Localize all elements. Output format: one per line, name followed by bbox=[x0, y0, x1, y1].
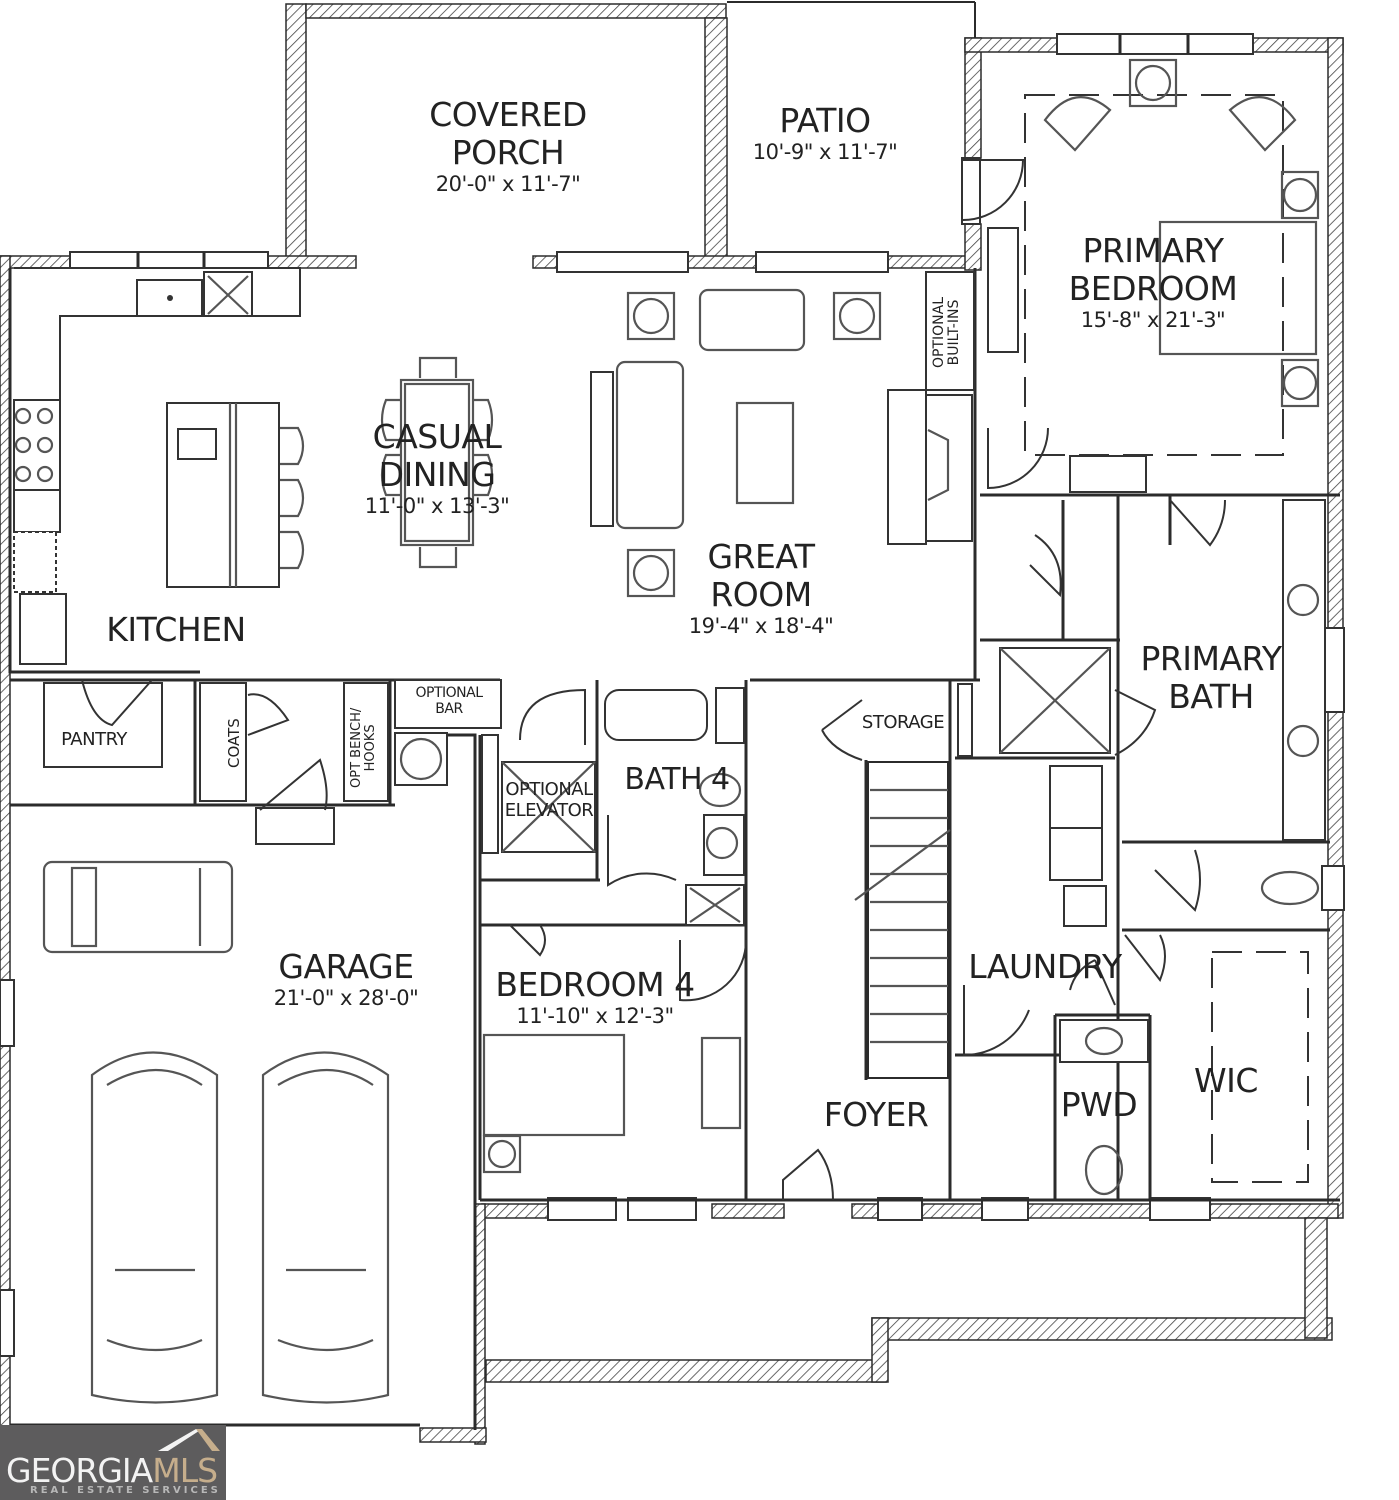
room-name: PRIMARY bbox=[1140, 639, 1282, 678]
label-line: ELEVATOR bbox=[504, 799, 594, 821]
room-name: PANTRY bbox=[61, 729, 127, 750]
brand-tagline: REAL ESTATE SERVICES bbox=[30, 1485, 221, 1496]
stairs bbox=[854, 683, 973, 1079]
room-label-kitchen: KITCHEN bbox=[106, 611, 246, 649]
label-line: HOOKS bbox=[363, 724, 379, 772]
roof-logo-icon bbox=[158, 1429, 220, 1451]
room-label-great-room: GREAT ROOM 19'-4" x 18'-4" bbox=[688, 537, 834, 638]
room-dimensions: 11'-10" x 12'-3" bbox=[516, 1003, 674, 1028]
room-label-bedroom4: BEDROOM 4 11'-10" x 12'-3" bbox=[495, 965, 695, 1028]
primary-bedroom-furniture bbox=[987, 58, 1320, 493]
room-name: LAUNDRY bbox=[968, 947, 1122, 986]
room-label-optional-elevator: OPTIONAL ELEVATOR bbox=[504, 779, 594, 821]
room-dimensions: 21'-0" x 28'-0" bbox=[273, 985, 419, 1010]
room-name: COVERED bbox=[429, 95, 587, 134]
room-label-casual-dining: CASUAL DINING 11'-0" x 13'-3" bbox=[364, 417, 510, 518]
room-name: KITCHEN bbox=[106, 610, 246, 649]
room-dimensions: 11'-0" x 13'-3" bbox=[364, 493, 510, 518]
room-name: WIC bbox=[1194, 1061, 1258, 1100]
room-label-foyer: FOYER bbox=[824, 1096, 929, 1134]
room-dimensions: 15'-8" x 21'-3" bbox=[1080, 307, 1226, 332]
dining-table bbox=[380, 356, 494, 569]
room-label-opt-bench: OPT BENCH/ HOOKS bbox=[349, 707, 379, 788]
room-label-laundry: LAUNDRY bbox=[968, 947, 1122, 986]
room-label-optional-builtins: OPTIONAL BUILT-INS bbox=[931, 296, 963, 368]
room-name: PATIO bbox=[779, 101, 871, 140]
room-dimensions: 19'-4" x 18'-4" bbox=[688, 613, 834, 638]
room-dimensions: 20'-0" x 11'-7" bbox=[435, 171, 581, 196]
room-name: PORCH bbox=[451, 132, 565, 172]
georgia-mls-watermark: GEORGIAMLS REAL ESTATE SERVICES bbox=[0, 1425, 226, 1500]
room-name: CASUAL bbox=[372, 417, 502, 456]
brand-main: GEORGIA bbox=[6, 1451, 153, 1490]
label-line: OPTIONAL bbox=[931, 296, 947, 368]
room-name: PRIMARY bbox=[1082, 231, 1224, 270]
bath-fixtures bbox=[501, 499, 1326, 1196]
room-label-pwd: PWD bbox=[1060, 1085, 1138, 1124]
room-name: FOYER bbox=[823, 1095, 929, 1134]
room-name: DINING bbox=[378, 454, 496, 494]
room-label-pantry: PANTRY bbox=[61, 729, 127, 751]
room-label-wic: WIC bbox=[1194, 1062, 1258, 1100]
room-name: BATH bbox=[1168, 676, 1254, 716]
great-room-furniture bbox=[590, 271, 975, 598]
room-name: BEDROOM 4 bbox=[495, 965, 695, 1004]
label-line: OPT BENCH/ bbox=[349, 707, 364, 788]
room-name: COATS bbox=[225, 718, 243, 768]
covered-porch-walls bbox=[285, 1, 976, 261]
room-label-bath4: BATH 4 bbox=[624, 762, 730, 798]
room-name: STORAGE bbox=[861, 712, 945, 733]
brand-name: GEORGIAMLS bbox=[6, 1451, 218, 1490]
room-label-storage: STORAGE bbox=[861, 712, 945, 734]
room-dimensions: 10'-9" x 11'-7" bbox=[752, 139, 898, 164]
garage-vehicles bbox=[42, 860, 390, 1404]
room-name: PWD bbox=[1060, 1085, 1138, 1124]
room-label-primary-bedroom: PRIMARY BEDROOM 15'-8" x 21'-3" bbox=[1069, 232, 1238, 332]
room-name: GARAGE bbox=[278, 947, 414, 986]
room-label-optional-bar: OPTIONAL BAR bbox=[415, 685, 483, 718]
bedroom4-furniture bbox=[482, 1033, 742, 1174]
label-line: BAR bbox=[435, 701, 463, 718]
room-label-garage: GARAGE 21'-0" x 28'-0" bbox=[273, 947, 419, 1010]
room-name: BEDROOM bbox=[1068, 268, 1238, 308]
room-label-covered-porch: COVERED PORCH 20'-0" x 11'-7" bbox=[429, 96, 587, 196]
room-name: GREAT bbox=[707, 537, 815, 576]
room-label-primary-bath: PRIMARY BATH bbox=[1140, 639, 1282, 716]
brand-accent: MLS bbox=[152, 1451, 218, 1490]
room-name: ROOM bbox=[710, 574, 812, 614]
room-label-patio: PATIO 10'-9" x 11'-7" bbox=[752, 101, 898, 164]
room-label-coats: COATS bbox=[225, 718, 243, 768]
mudroom-details bbox=[43, 679, 502, 854]
label-line: OPTIONAL bbox=[415, 685, 483, 701]
room-name: BATH 4 bbox=[624, 762, 730, 797]
kitchen-cabinets bbox=[13, 267, 305, 665]
label-line: OPTIONAL bbox=[505, 779, 593, 800]
label-line: BUILT-INS bbox=[946, 299, 963, 366]
doors bbox=[81, 159, 1226, 1201]
